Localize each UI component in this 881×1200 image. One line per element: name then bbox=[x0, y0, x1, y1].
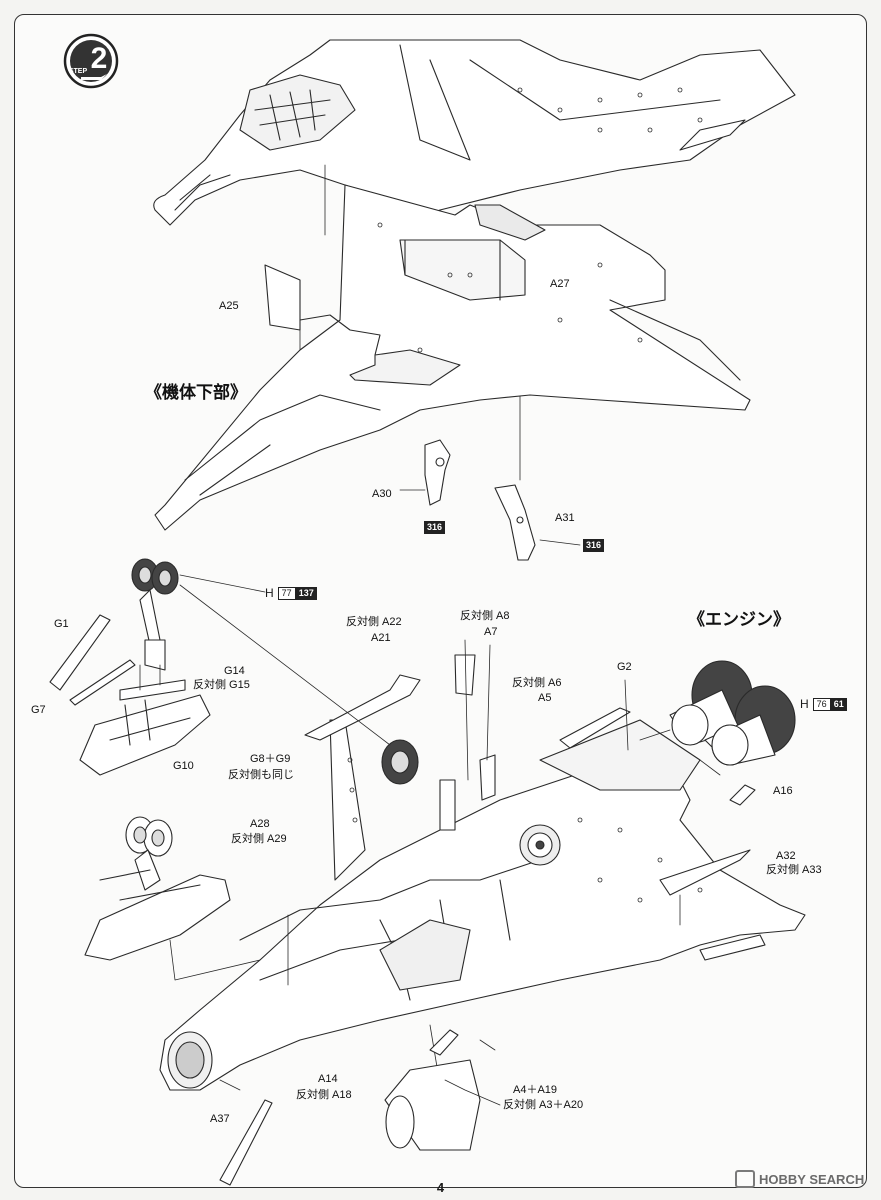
nozzle-and-probe bbox=[219, 1029, 501, 1186]
watermark-logo-icon bbox=[735, 1170, 755, 1188]
label-a4-a19: A4＋A19 bbox=[513, 1084, 558, 1096]
label-g2: G2 bbox=[617, 661, 632, 673]
ref-letter: H bbox=[265, 586, 274, 600]
ref-code1: 77 bbox=[277, 586, 296, 600]
color-badge-a31: 316 bbox=[583, 539, 605, 552]
step-number: 2 bbox=[91, 42, 108, 75]
ref-code1: 76 bbox=[812, 697, 831, 711]
step-badge: 2 STEP bbox=[63, 33, 119, 89]
label-a29-opposite: 反対側 A29 bbox=[231, 833, 287, 845]
ref-letter: H bbox=[800, 697, 809, 711]
engine-nozzles bbox=[639, 660, 796, 806]
section-title-engine: 《エンジン》 bbox=[688, 610, 790, 630]
label-g8-g9: G8＋G9 bbox=[250, 753, 291, 765]
label-a18-opposite: 反対側 A18 bbox=[296, 1089, 352, 1101]
label-a8-opposite: 反対側 A8 bbox=[460, 610, 510, 622]
section-title-lower-fuselage: 《機体下部》 bbox=[145, 383, 247, 403]
nose-gear-assembly bbox=[49, 558, 266, 776]
label-a31: A31 bbox=[555, 512, 575, 524]
label-g15-opposite: 反対側 G15 bbox=[193, 679, 250, 691]
watermark-text: HOBBY SEARCH bbox=[759, 1171, 865, 1187]
label-g10: G10 bbox=[173, 760, 194, 772]
label-g14: G14 bbox=[224, 665, 245, 677]
reference-engine: H 76 61 bbox=[800, 697, 847, 711]
label-a27: A27 bbox=[550, 278, 570, 290]
label-a33-opposite: 反対側 A33 bbox=[766, 864, 822, 876]
step-label: STEP bbox=[69, 68, 88, 75]
a30-a31-struts bbox=[399, 439, 581, 561]
color-badge-a30: 316 bbox=[424, 521, 446, 534]
main-fuselage-assembly bbox=[159, 584, 806, 1091]
page-number: 4 bbox=[436, 1180, 445, 1195]
ref-code2: 137 bbox=[295, 586, 317, 600]
label-a6-opposite: 反対側 A6 bbox=[512, 677, 562, 689]
ref-code2: 61 bbox=[830, 697, 847, 711]
label-a14: A14 bbox=[318, 1073, 338, 1085]
label-a25: A25 bbox=[219, 300, 239, 312]
watermark: HOBBY SEARCH bbox=[735, 1170, 864, 1188]
label-g7: G7 bbox=[31, 704, 46, 716]
label-a30: A30 bbox=[372, 488, 392, 500]
label-g1: G1 bbox=[54, 618, 69, 630]
reference-wheels: H 77 137 bbox=[265, 586, 317, 600]
label-a37: A37 bbox=[210, 1113, 230, 1125]
label-a21: A21 bbox=[371, 632, 391, 644]
upper-fuselage bbox=[153, 39, 796, 231]
label-a22-opposite: 反対側 A22 bbox=[346, 616, 402, 628]
main-gear-bay bbox=[84, 816, 231, 961]
label-a3-a20-opposite: 反対側 A3＋A20 bbox=[503, 1099, 584, 1111]
lower-fuselage bbox=[154, 184, 751, 531]
label-a28: A28 bbox=[250, 818, 270, 830]
label-a7: A7 bbox=[484, 626, 498, 638]
label-a5: A5 bbox=[538, 692, 552, 704]
label-a32: A32 bbox=[776, 850, 796, 862]
label-a16: A16 bbox=[773, 785, 793, 797]
label-g8-g9-opposite: 反対側も同じ bbox=[228, 769, 294, 781]
